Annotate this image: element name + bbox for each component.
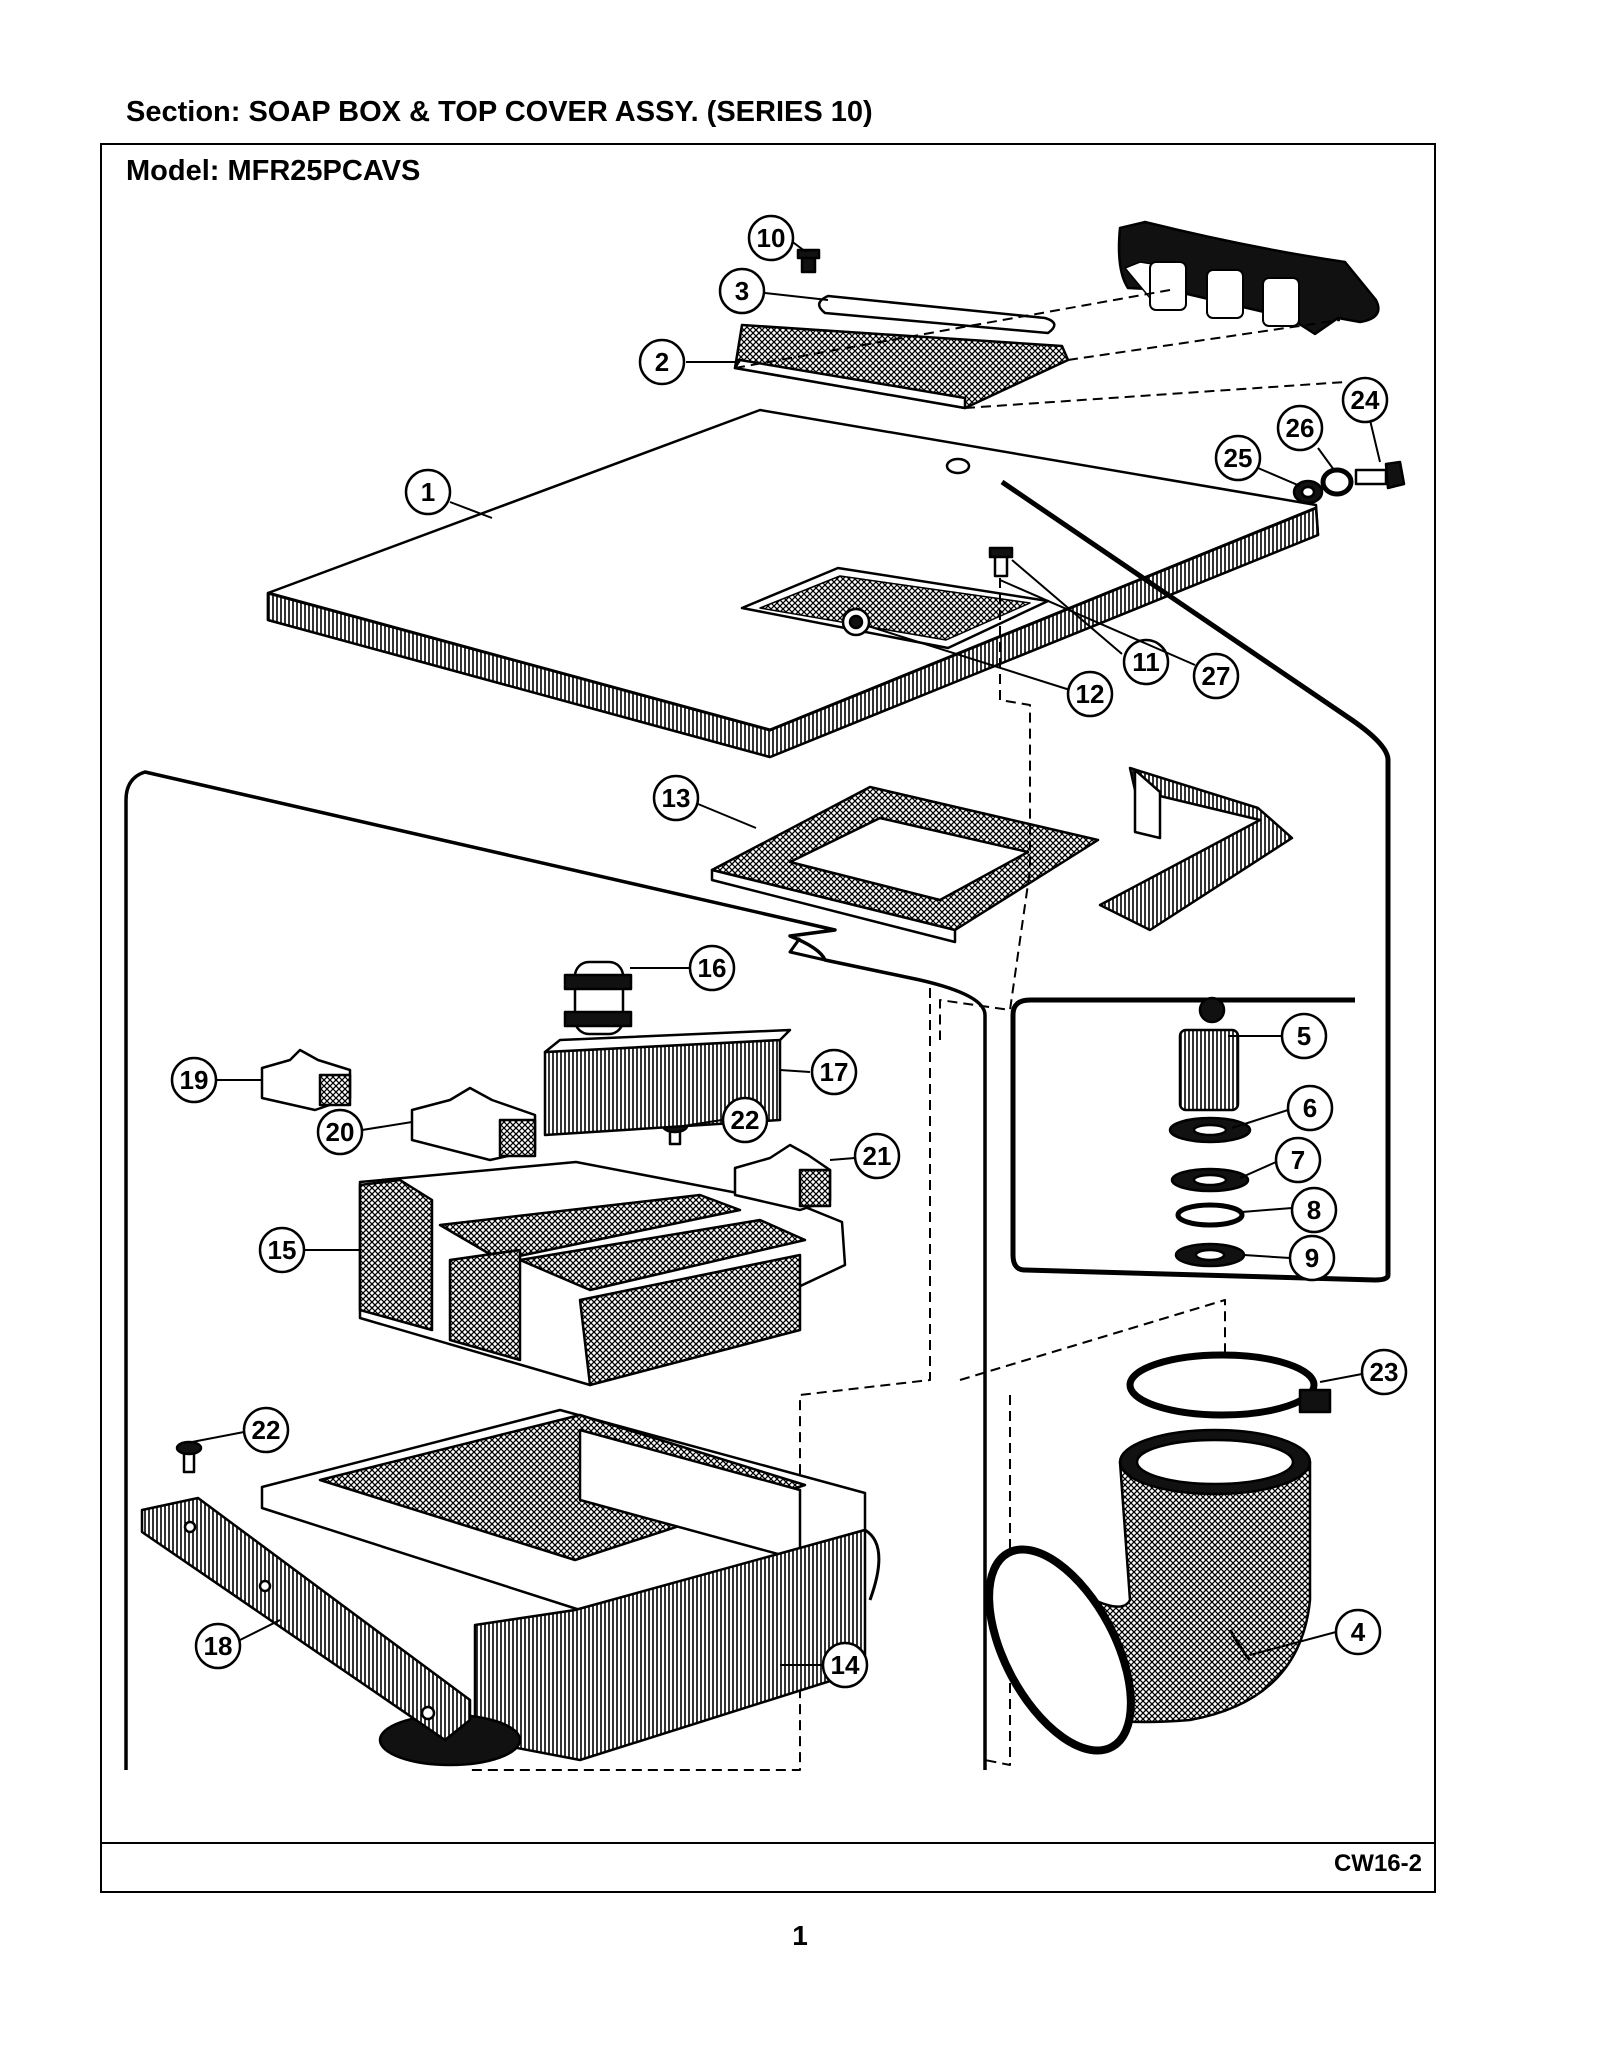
callout-23: 23: [1319, 1348, 1408, 1396]
callout-25: 25: [1214, 434, 1301, 487]
callout-26: 26: [1276, 404, 1335, 471]
callout-27: 27: [999, 579, 1240, 700]
svg-text:13: 13: [662, 783, 691, 813]
bracket-part: [1098, 766, 1294, 932]
soap-box-part: [260, 1408, 881, 1767]
screw-27: [988, 546, 1014, 578]
callout-19: 19: [170, 1056, 262, 1104]
svg-text:2: 2: [655, 347, 669, 377]
svg-text:26: 26: [1286, 413, 1315, 443]
washer-26: [1320, 467, 1354, 497]
callout-3: 3: [718, 267, 829, 315]
top-cover-part: [266, 408, 1320, 759]
callout-17: 17: [779, 1048, 858, 1096]
figure-code: CW16-2: [1333, 1850, 1422, 1877]
callout-6: 6: [1231, 1084, 1334, 1132]
callout-8: 8: [1241, 1186, 1338, 1234]
svg-text:11: 11: [1132, 647, 1160, 677]
clip-part: [563, 960, 633, 1036]
callouts: 10 3 2 1 25 26 24 11 27 12 13 16 5 6 7 8…: [170, 214, 1408, 1689]
svg-text:16: 16: [698, 953, 727, 983]
hose-outline: [1000, 479, 1391, 1283]
svg-text:8: 8: [1307, 1195, 1321, 1225]
model-label: Model: MFR25PCAVS: [126, 155, 421, 187]
section-title: Section: SOAP BOX & TOP COVER ASSY. (SER…: [126, 96, 873, 128]
callout-22b: 22: [191, 1406, 290, 1454]
control-panel-part: [1117, 220, 1380, 336]
nut-12: [841, 607, 871, 637]
svg-text:23: 23: [1370, 1357, 1399, 1387]
cabinet-outline: [124, 770, 987, 1770]
svg-text:12: 12: [1076, 679, 1105, 709]
block-19: [260, 1048, 352, 1112]
callout-11: 11: [1011, 559, 1170, 686]
valve-stack-part: [1168, 996, 1252, 1268]
callout-5: 5: [1228, 1012, 1328, 1060]
footer-rule: [100, 1842, 1436, 1844]
bolt-24: [1354, 460, 1406, 490]
svg-text:4: 4: [1351, 1617, 1366, 1647]
callout-13: 13: [652, 774, 757, 829]
tube-part: [543, 1028, 792, 1137]
callout-4: 4: [1249, 1608, 1382, 1656]
svg-text:6: 6: [1303, 1093, 1317, 1123]
svg-text:22: 22: [731, 1105, 760, 1135]
svg-text:9: 9: [1305, 1243, 1319, 1273]
svg-text:24: 24: [1351, 385, 1380, 415]
strip-part: [818, 294, 1056, 335]
svg-text:10: 10: [757, 223, 786, 253]
callout-24: 24: [1341, 376, 1389, 463]
diagram-frame: [100, 143, 1436, 1893]
svg-text:3: 3: [735, 276, 749, 306]
svg-text:21: 21: [863, 1141, 892, 1171]
svg-text:1: 1: [421, 477, 435, 507]
svg-text:7: 7: [1291, 1145, 1305, 1175]
svg-text:19: 19: [180, 1065, 209, 1095]
plate-part: [140, 1496, 472, 1742]
callout-14: 14: [780, 1641, 869, 1689]
svg-text:5: 5: [1297, 1021, 1311, 1051]
svg-text:17: 17: [820, 1057, 849, 1087]
callout-22a: 22: [682, 1096, 769, 1144]
dispenser-tray-part: [358, 1160, 847, 1387]
svg-text:25: 25: [1224, 443, 1253, 473]
callout-15: 15: [258, 1226, 360, 1274]
page-number: 1: [792, 1920, 808, 1951]
soap-box-frame-part: [710, 785, 1100, 944]
callout-2: 2: [638, 338, 740, 386]
callout-1: 1: [404, 468, 493, 519]
callout-16: 16: [630, 944, 736, 992]
grille-part: [733, 323, 1070, 410]
svg-text:15: 15: [268, 1235, 297, 1265]
svg-text:27: 27: [1202, 661, 1231, 691]
callout-7: 7: [1239, 1136, 1322, 1184]
svg-text:22: 22: [252, 1415, 281, 1445]
callout-21: 21: [829, 1132, 901, 1180]
clamp-part: [1126, 1351, 1332, 1419]
callout-20: 20: [316, 1108, 413, 1156]
svg-text:14: 14: [831, 1650, 860, 1680]
callout-9: 9: [1243, 1234, 1336, 1282]
callout-12: 12: [867, 625, 1114, 718]
callout-18: 18: [194, 1619, 281, 1670]
block-20: [410, 1086, 537, 1162]
dashed-leaders: [470, 289, 1346, 1771]
screw-22b: [175, 1440, 203, 1474]
elbow-part: [985, 1428, 1312, 1755]
svg-text:20: 20: [326, 1117, 355, 1147]
block-21: [733, 1143, 832, 1212]
callout-10: 10: [747, 214, 807, 262]
washer-25: [1292, 479, 1324, 505]
svg-text:18: 18: [204, 1631, 233, 1661]
screw-10: [796, 248, 821, 274]
